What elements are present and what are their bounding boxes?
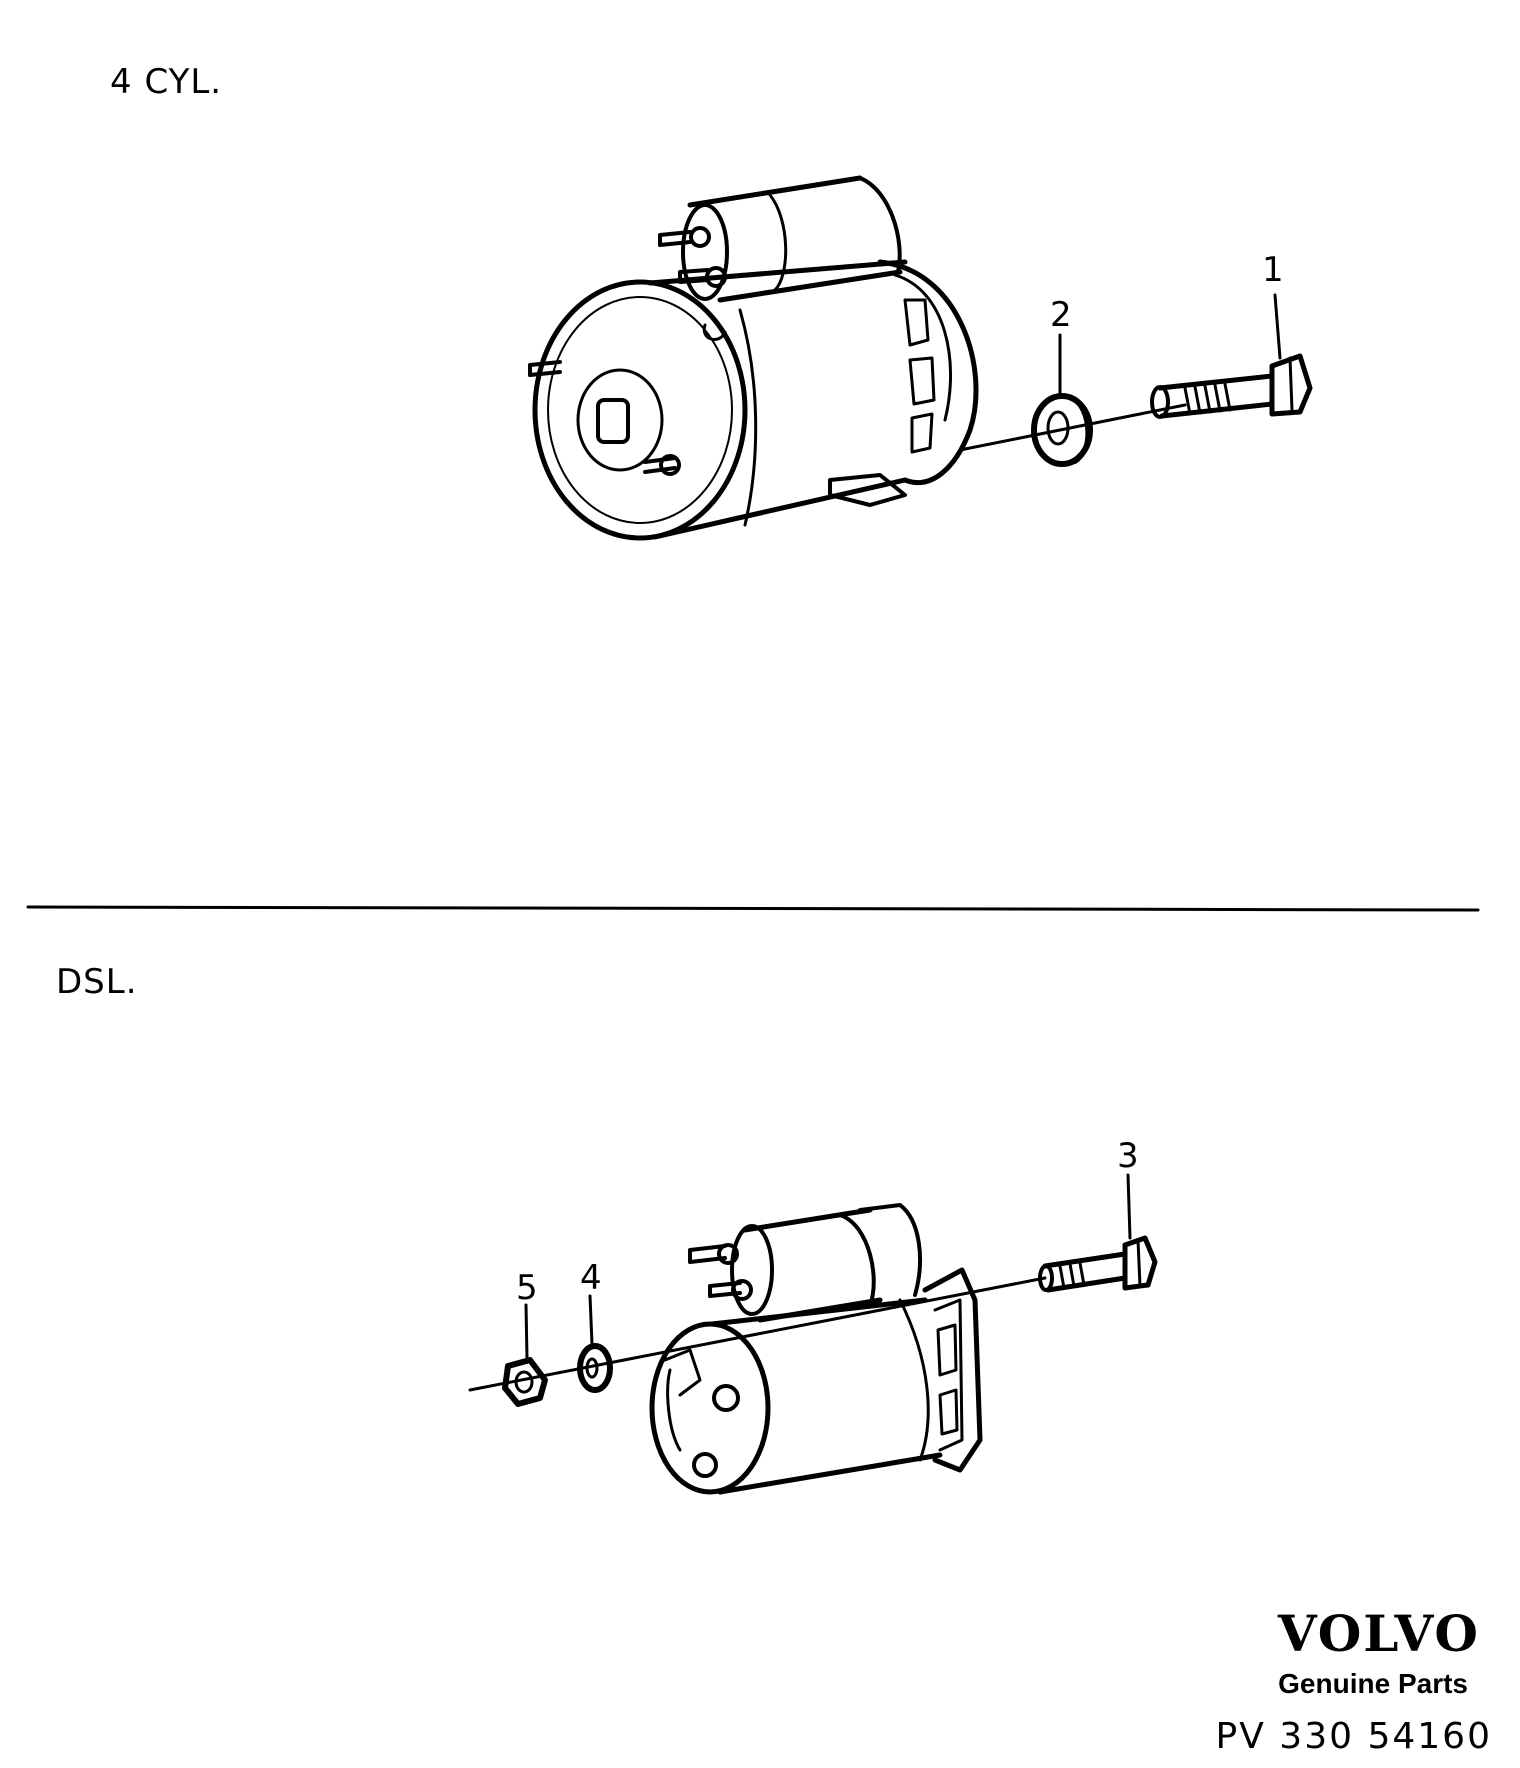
section-divider <box>26 905 1480 912</box>
assembly-axis-top <box>958 403 1187 452</box>
leader-line-3 <box>1126 1173 1132 1240</box>
bolt-3 <box>1038 1235 1158 1293</box>
leader-line-1 <box>1273 293 1282 360</box>
bolt-1 <box>1150 353 1313 419</box>
washer-4 <box>577 1343 613 1393</box>
assembly-axis-bottom <box>468 1276 1047 1392</box>
leader-line-4 <box>588 1294 594 1346</box>
nut-5 <box>502 1357 548 1407</box>
callout-2: 2 <box>1050 295 1072 335</box>
starter-motor-4cyl <box>528 175 979 541</box>
brand-subtitle: Genuine Parts <box>1278 1668 1468 1699</box>
washer-2 <box>1031 393 1093 467</box>
starter-motor-dsl <box>649 1203 983 1495</box>
callout-1: 1 <box>1262 250 1284 290</box>
callout-4: 4 <box>580 1258 602 1298</box>
section-title-4cyl: 4 CYL. <box>110 62 223 102</box>
callout-5: 5 <box>516 1268 538 1308</box>
reference-code: PV 330 54160 <box>1215 1716 1492 1757</box>
volvo-logo: VOLVO <box>1277 1604 1480 1663</box>
section-title-dsl: DSL. <box>56 962 138 1002</box>
callout-3: 3 <box>1117 1136 1139 1176</box>
leader-line-5 <box>524 1303 529 1360</box>
